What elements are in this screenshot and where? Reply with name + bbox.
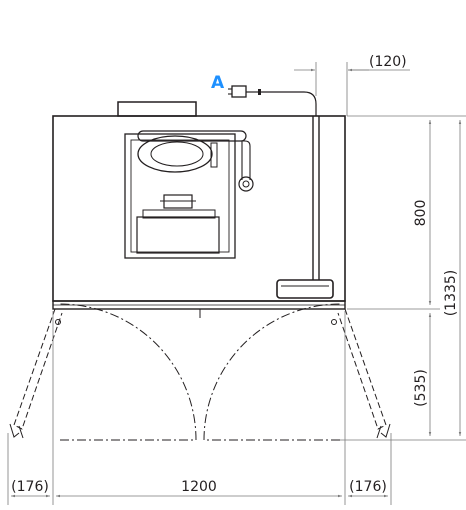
door-open-left [13,308,63,430]
top-vent [117,101,197,117]
cord-ring [258,89,261,95]
power-cable [262,91,317,116]
dim-label-top-offset: (120) [369,54,407,70]
cabinet-body [52,115,346,302]
door-swing-right [203,303,341,441]
hose-fitting-inner [242,180,250,188]
pump-ellipse-outer [137,135,213,173]
dim-label-door-swing-left: (176) [11,479,49,495]
hinge-left [55,319,61,325]
dim-label-width: 1200 [181,479,217,495]
door-swing-left [59,303,197,441]
equipment-inner [130,139,230,253]
door-open-right [337,308,387,430]
equipment-top-bar [137,130,247,142]
pump-ellipse-inner [150,141,204,167]
dim-label-door-swing-right: (176) [349,479,387,495]
callout-label-a: A [211,73,225,93]
hinge-right [331,319,337,325]
power-plug-icon [231,85,247,98]
equipment-frame [124,133,236,259]
dim-label-door-depth: (535) [413,369,429,407]
door-handle-left [9,423,24,439]
dim-label-cabinet-depth: 800 [413,200,429,227]
tray-body [136,216,220,254]
control-box [276,279,334,299]
hose [234,140,251,180]
hose-fitting-icon [238,176,254,192]
pump-band [210,142,218,168]
door-handle-right [376,423,391,439]
dim-label-total-depth: (1335) [443,270,459,317]
tray-rim [142,209,216,219]
